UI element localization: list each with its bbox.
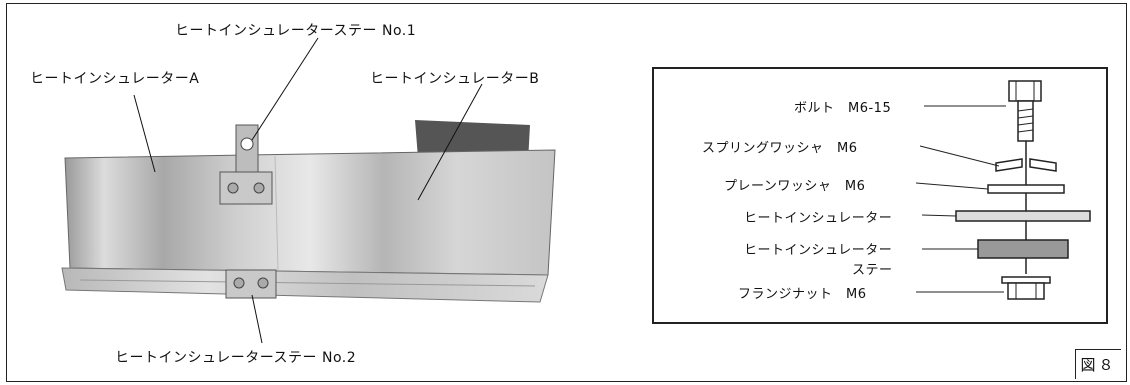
figure-frame <box>6 3 1127 382</box>
label-heat-insulator-stay-line2: ステー <box>852 263 893 278</box>
label-heat-insulator-stay-line1: ヒートインシュレーター <box>744 243 893 258</box>
label-flange-nut: フランジナット M6 <box>738 287 867 302</box>
label-bolt: ボルト M6-15 <box>794 101 892 116</box>
label-insulator-b: ヒートインシュレーターB <box>370 71 540 87</box>
fastener-stack-illustration <box>915 80 1091 300</box>
label-insulator-a: ヒートインシュレーターA <box>30 71 200 87</box>
fastener-diagram: ボルト M6-15 スプリングワッシャ M6 プレーンワッシャ M6 ヒートイン… <box>652 67 1108 324</box>
label-heat-insulator: ヒートインシュレーター <box>744 211 893 226</box>
label-spring-washer: スプリングワッシャ M6 <box>702 141 858 156</box>
figure-number: 図８ <box>1075 349 1121 379</box>
label-stay-no2: ヒートインシュレーターステー No.2 <box>115 350 357 366</box>
label-stay-no1: ヒートインシュレーターステー No.1 <box>175 23 417 39</box>
label-plain-washer: プレーンワッシャ M6 <box>724 179 866 194</box>
